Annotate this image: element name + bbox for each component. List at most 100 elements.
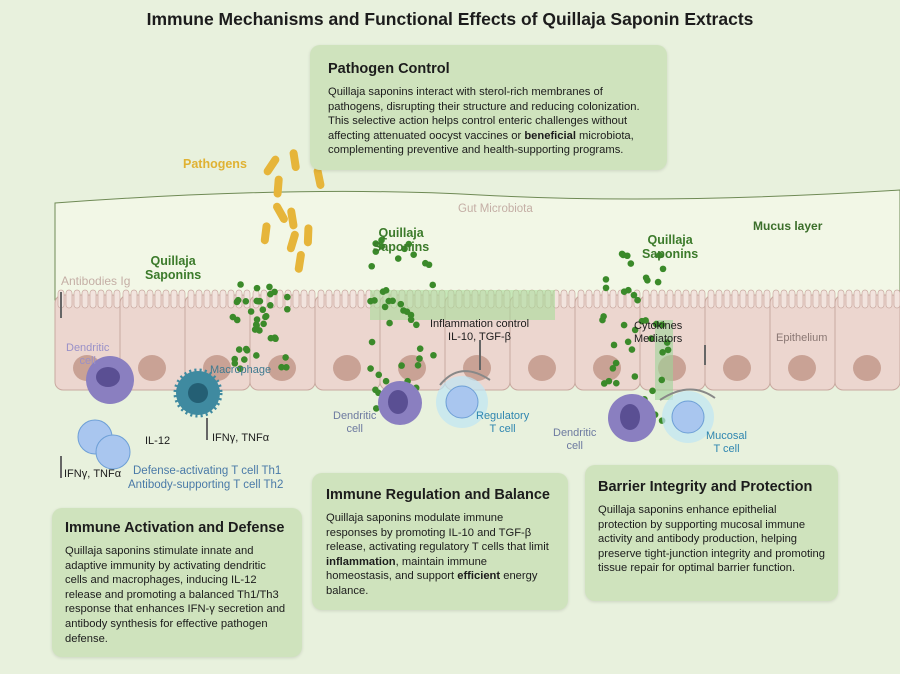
dendritic-cell-icon [378,381,422,425]
saponin-dot [624,338,632,346]
saponin-dot [416,345,424,352]
cell-text: cell [566,440,583,452]
microvillus [560,289,568,309]
microvillus [723,289,731,309]
saponin-dot [638,317,646,325]
mucosal-t-cell-icon [662,391,714,443]
saponins-text: Saponins [145,268,202,282]
microvillus [601,289,609,309]
microvillus [300,289,308,309]
saponin-dot [658,376,666,384]
microvillus [81,289,89,309]
microvillus [666,289,674,309]
pathogen-bacterium [294,250,305,273]
saponin-dot [284,305,291,313]
microvillus [89,289,97,309]
ifn-tnf-label: IFNγ, TNFα [212,432,270,444]
microvillus [97,289,105,309]
microvillus [211,289,219,309]
saponin-dot [237,281,244,288]
saponin-dot [368,338,376,346]
saponin-dot [282,354,289,361]
mucosal-text: Mucosal [706,430,747,442]
cytokines-text: Cytokines [634,320,683,332]
pathogen-bacterium [273,175,283,198]
microvillus [593,289,601,309]
page-title: Immune Mechanisms and Functional Effects… [146,9,754,29]
saponin-dot [413,321,420,329]
dendritic-cell-icon [608,394,656,442]
microvillus [707,289,715,309]
t-cell-icon [77,419,131,470]
pathogen-bacterium [286,230,299,253]
immune-activation-panel: Immune Activation and Defense Quillaja s… [52,508,302,657]
cell-text: cell [79,355,96,367]
cell-nucleus [463,355,491,381]
saponin-dot [620,321,628,329]
saponin-dot [253,352,260,359]
saponin-dot [231,360,239,367]
panel-text: Quillaja saponins stimulate innate and a… [65,545,286,645]
saponin-dot [624,252,631,260]
pathogen-control-panel: Pathogen Control Quillaja saponins inter… [310,45,667,170]
saponin-dot [628,346,636,353]
dendritic-text: Dendritic [333,410,377,422]
microvillus [772,289,780,309]
microvillus [585,289,593,309]
saponin-dot [241,356,248,363]
saponin-dot [266,283,273,291]
panel-text: Quillaja saponins modulate immune respon… [326,512,549,597]
saponin-dot [612,379,620,387]
mucus-layer [54,189,900,301]
pathogen-bacterium [303,224,313,247]
microvillus [642,289,650,309]
saponin-dot [253,316,261,323]
microvillus [187,289,195,309]
microvillus [349,289,357,309]
microvillus [755,289,763,309]
saponin-dot [386,319,393,327]
panel-heading: Immune Activation and Defense [65,520,285,536]
panel-text: Quillaja saponins enhance epithelial pro… [598,504,825,575]
saponin-dot [599,316,606,324]
saponin-dot [602,276,610,283]
saponin-dot [416,355,423,362]
mediators-text: Mediators [634,333,683,345]
microvillus [658,289,666,309]
panel-heading: Immune Regulation and Balance [326,487,550,503]
microvillus [674,289,682,309]
saponin-dot [652,320,660,328]
microvillus [333,289,341,309]
saponin-dot [610,341,618,349]
microvillus [820,289,828,309]
microvillus [162,289,170,309]
saponin-dot [378,243,386,250]
quillaja-text: Quillaja [150,254,196,268]
microvillus [893,289,900,309]
ifn-tnf-label: IFNγ, TNFα [64,468,122,480]
macrophage-icon [173,368,223,418]
microvillus [682,289,690,309]
saponin-dot [602,284,610,292]
cell-nucleus [853,355,881,381]
th2-label: Antibody-supporting T cell Th2 [128,479,284,491]
saponin-dot [385,297,393,305]
dendritic-cell-icon [86,356,134,404]
saponin-dot [284,293,291,301]
saponin-dot [663,339,671,346]
saponin-dot [229,313,237,321]
cell-text: cell [346,423,363,435]
microvillus [195,289,203,309]
saponin-dot [612,359,620,367]
microvillus [853,289,861,309]
saponin-dot [259,306,267,314]
microvillus [837,289,845,309]
microvillus [308,289,316,309]
microvillus [812,289,820,309]
saponin-dot [381,303,389,311]
microvillus [698,289,706,309]
